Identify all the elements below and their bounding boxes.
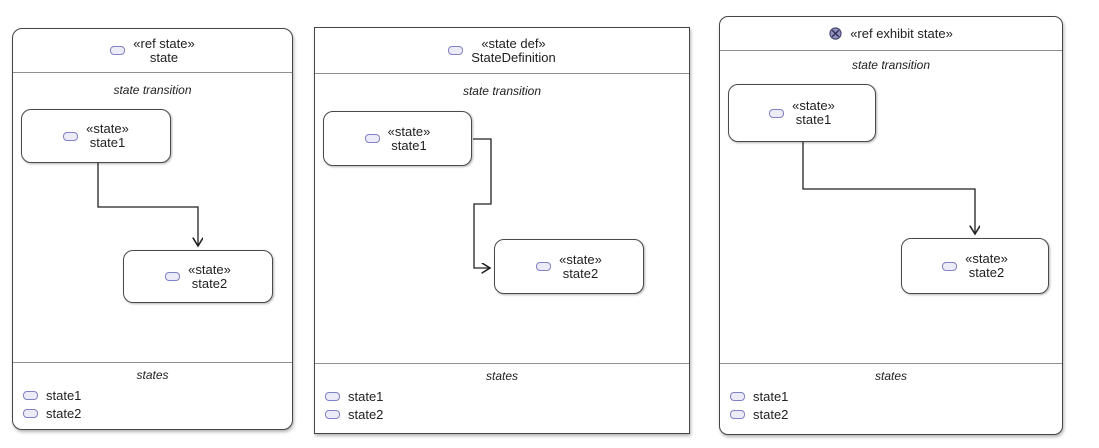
state-list-item[interactable]: state1 — [730, 389, 1062, 404]
panel-name: StateDefinition — [471, 49, 556, 65]
transition-arrow[interactable] — [720, 17, 1062, 434]
state-icon — [325, 410, 340, 419]
state-item-label: state1 — [348, 389, 384, 404]
node-name: state2 — [191, 275, 228, 291]
state-icon — [536, 262, 552, 271]
states-compartment-label: states — [136, 368, 169, 382]
transition-compartment-label: state transition — [462, 84, 542, 98]
transition-arrow[interactable] — [13, 29, 292, 429]
node-stereotype: «state» — [965, 251, 1008, 266]
states-compartment: states state1 state2 — [720, 363, 1062, 434]
state-icon — [23, 391, 38, 400]
node-stereotype: «state» — [559, 251, 602, 267]
state-item-label: state2 — [348, 407, 384, 422]
state-icon — [448, 46, 464, 55]
panel-stereotype: «state def» — [481, 35, 546, 51]
state-list-item[interactable]: state2 — [730, 407, 1062, 422]
state-list-item[interactable]: state1 — [325, 389, 689, 404]
state-icon — [325, 392, 340, 401]
state-icon — [23, 409, 38, 418]
state-node-state1[interactable]: «state» state1 — [323, 111, 472, 166]
state-item-label: state1 — [46, 388, 82, 403]
node-stereotype: «state» — [387, 123, 431, 139]
state-icon — [769, 108, 785, 118]
panel-ref-exhibit-state[interactable]: «ref exhibit state» state transition «st… — [719, 16, 1063, 435]
panel-state-definition[interactable]: «state def» StateDefinition state transi… — [314, 27, 690, 434]
panel-name: state — [149, 49, 179, 65]
states-compartment: states state1 state2 — [315, 363, 689, 433]
states-compartment-label: states — [874, 369, 907, 383]
state-item-label: state2 — [46, 406, 82, 421]
panel-header: «ref exhibit state» — [720, 17, 1062, 51]
node-name: state1 — [795, 112, 832, 127]
state-item-label: state1 — [753, 389, 789, 404]
state-icon — [364, 134, 380, 143]
state-node-state2[interactable]: «state» state2 — [123, 250, 273, 303]
state-icon — [165, 272, 181, 281]
state-list-item[interactable]: state2 — [23, 406, 292, 421]
state-icon — [942, 261, 958, 271]
states-compartment-label: states — [485, 369, 518, 383]
node-stereotype: «state» — [792, 98, 835, 113]
state-node-state2[interactable]: «state» state2 — [901, 238, 1049, 294]
state-node-state2[interactable]: «state» state2 — [494, 239, 644, 294]
node-name: state1 — [89, 135, 126, 150]
state-icon — [730, 410, 745, 419]
state-list-item[interactable]: state1 — [23, 388, 292, 403]
node-name: state1 — [391, 137, 427, 153]
node-name: state2 — [968, 265, 1005, 280]
state-list-item[interactable]: state2 — [325, 407, 689, 422]
transition-arrow[interactable] — [315, 28, 689, 433]
state-icon — [63, 131, 79, 141]
node-stereotype: «state» — [86, 121, 129, 136]
state-item-label: state2 — [753, 407, 789, 422]
state-icon — [730, 392, 745, 401]
panel-header: «state def» StateDefinition — [315, 28, 689, 74]
state-node-state1[interactable]: «state» state1 — [21, 109, 171, 163]
node-name: state2 — [562, 265, 599, 281]
panel-header: «ref state» state — [13, 29, 292, 73]
state-node-state1[interactable]: «state» state1 — [728, 84, 876, 142]
panel-stereotype: «ref state» — [133, 35, 195, 51]
panel-ref-state[interactable]: «ref state» state state transition «stat… — [12, 28, 293, 430]
transition-compartment-label: state transition — [851, 58, 931, 72]
states-compartment: states state1 state2 — [13, 362, 292, 429]
state-icon — [110, 46, 126, 55]
node-stereotype: «state» — [188, 261, 231, 277]
exhibit-state-icon — [829, 27, 842, 40]
panel-stereotype: «ref exhibit state» — [850, 26, 953, 41]
transition-compartment-label: state transition — [113, 83, 192, 97]
